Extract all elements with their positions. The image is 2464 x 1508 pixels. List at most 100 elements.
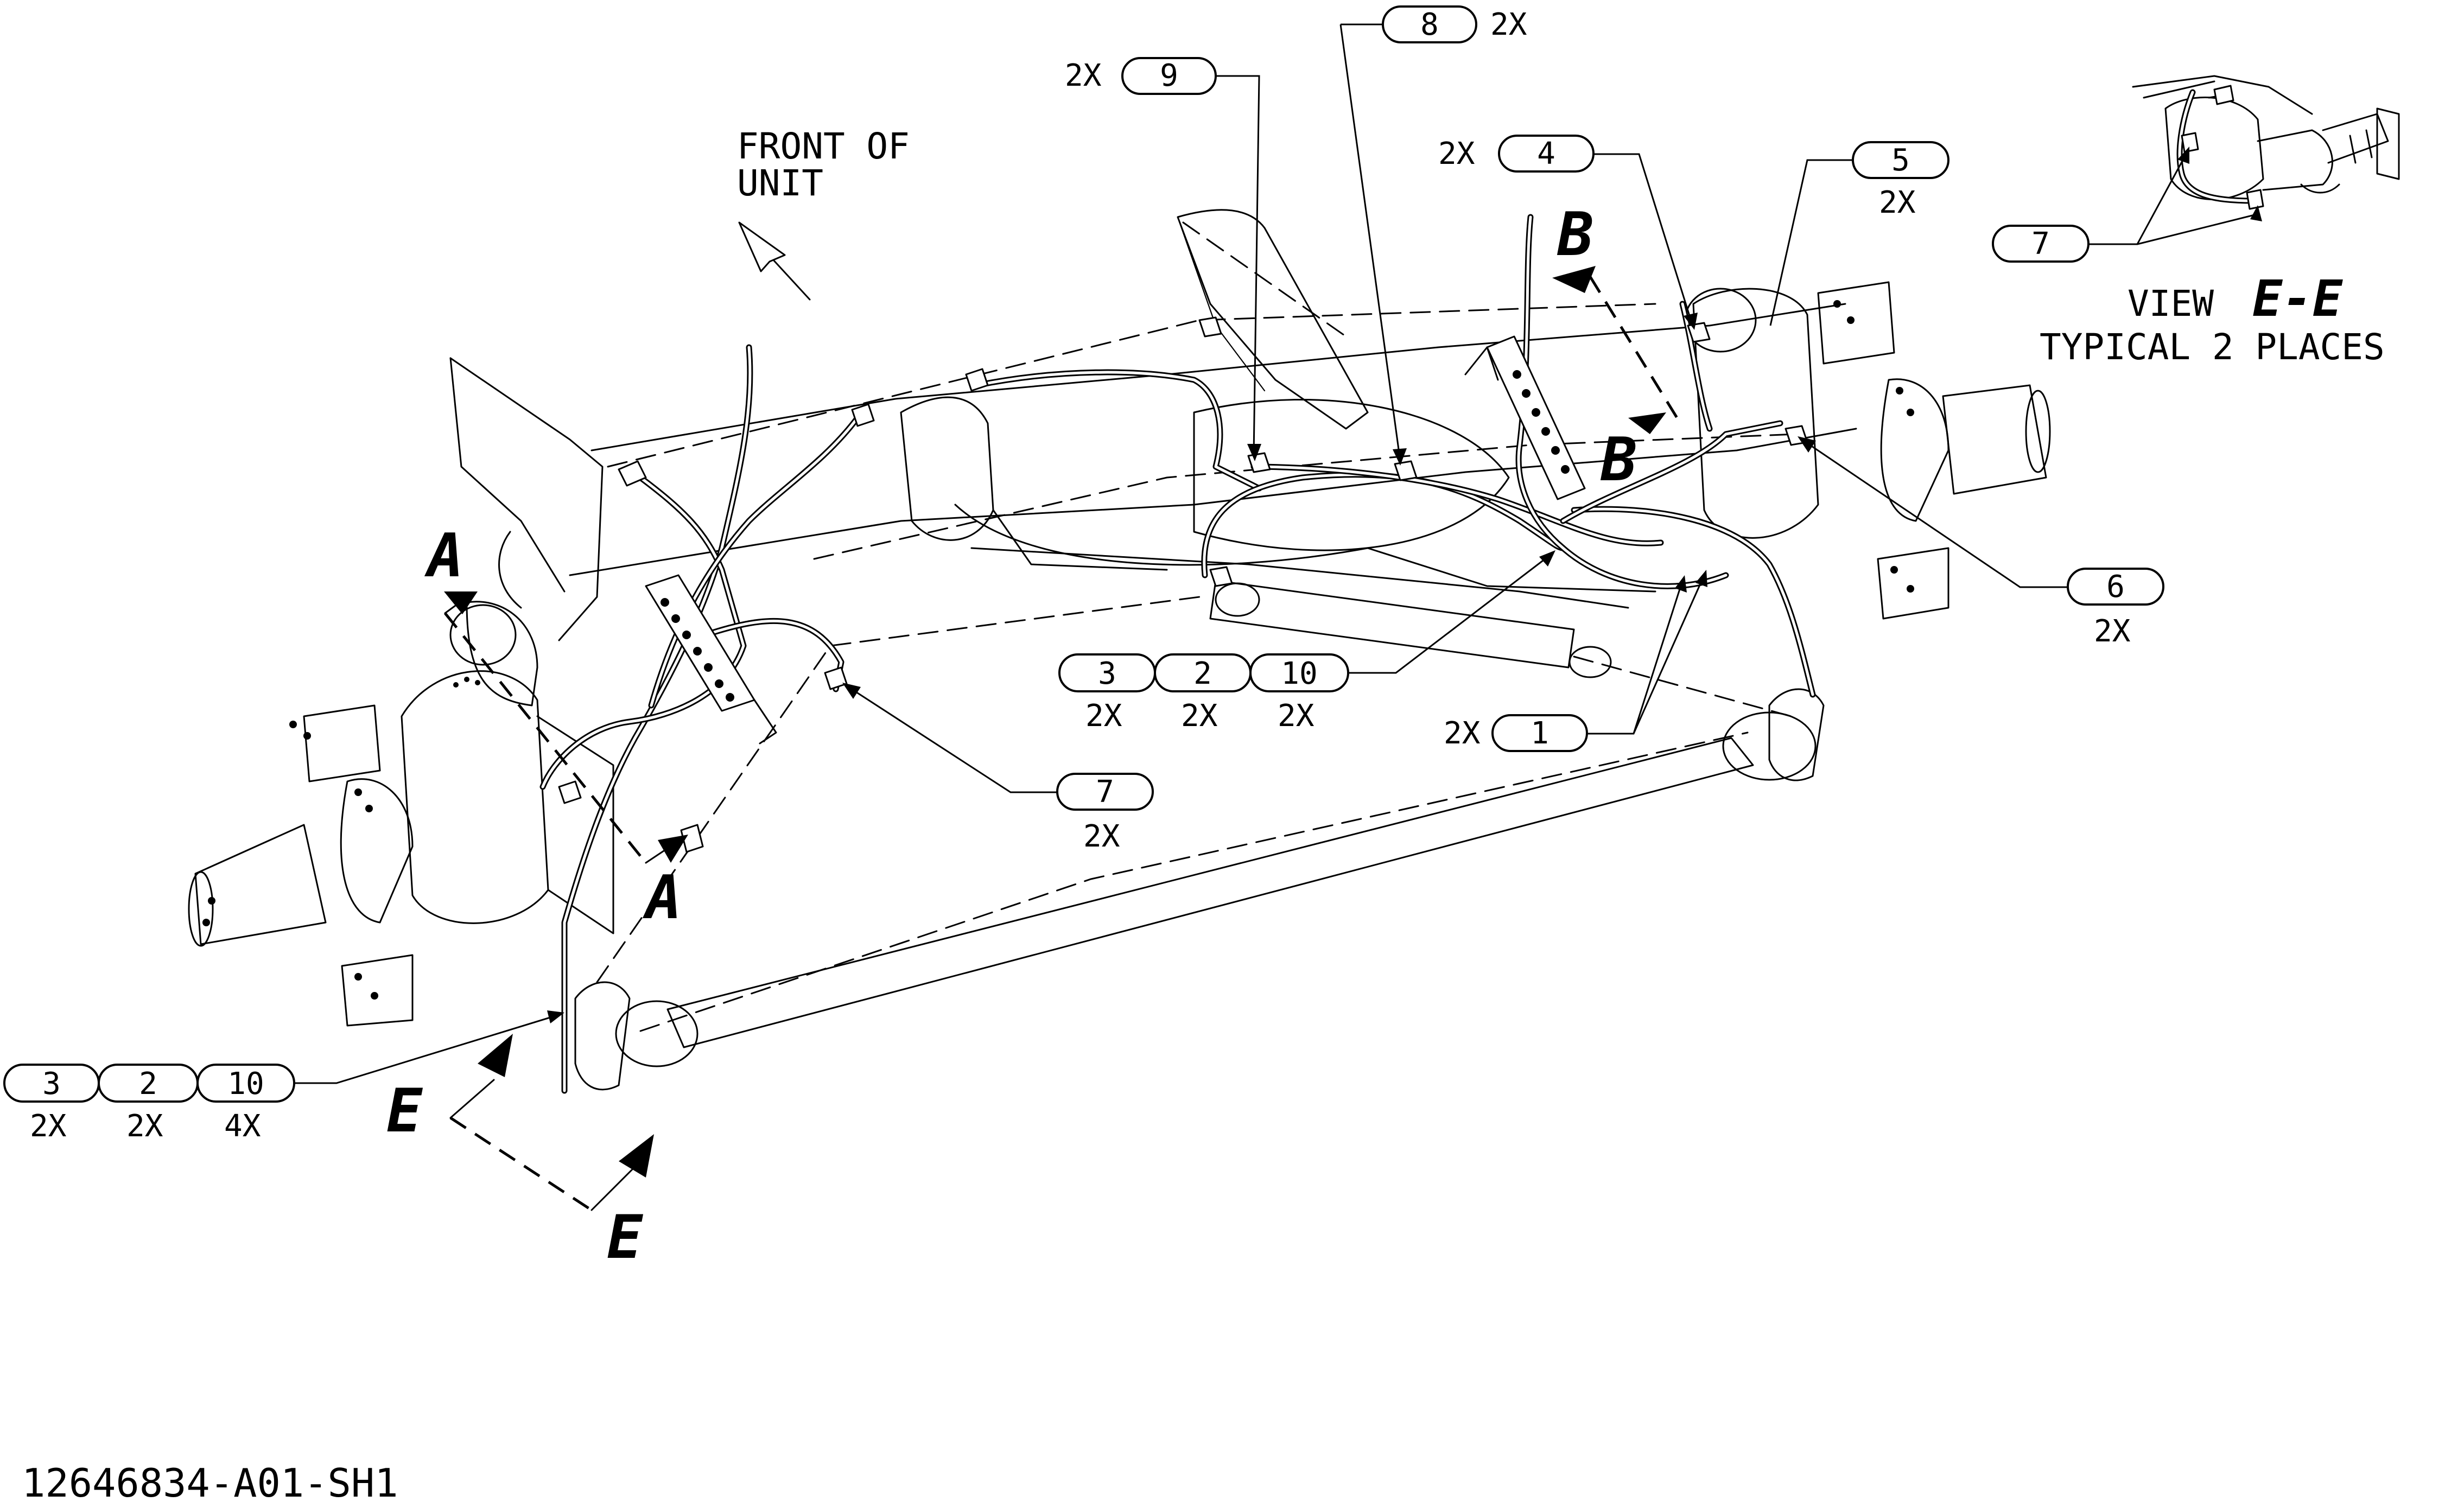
harness-center-top [974, 369, 1262, 492]
right-ball-joint [1768, 688, 1825, 781]
detail-rod [2322, 113, 2389, 164]
right-tower-edge [1177, 216, 1266, 392]
left-spindle-end [188, 871, 214, 947]
detail-socket [2257, 129, 2333, 191]
callout-8-number: 8 [1420, 7, 1439, 42]
left-airbag [466, 601, 538, 707]
drawing-number: 12646834-A01-SH1 [22, 1460, 398, 1506]
front-of-unit-note: FRONT OF UNIT [737, 125, 910, 301]
callout-left-2-number: 2 [139, 1066, 157, 1102]
hidden-line-tower [1182, 221, 1347, 338]
detail-joint-body [2164, 97, 2264, 200]
callout-left-10-qty: 4X [224, 1109, 261, 1144]
section-b-line [1589, 276, 1679, 419]
callout-center-3-qty: 2X [1085, 698, 1122, 734]
view-title-prefix: VIEW [2128, 283, 2214, 324]
callout-6-number: 6 [2106, 569, 2125, 605]
axle-lower-sweep [954, 504, 1656, 593]
detail-fitting-2 [2246, 189, 2264, 210]
right-spindle-end [2025, 390, 2051, 473]
right-junction-bracket [1464, 346, 1499, 381]
clip-center-1 [965, 368, 989, 392]
left-junction-ports [661, 598, 734, 702]
front-arrow-head [738, 221, 786, 272]
callout-1: 2X 1 [1444, 714, 1588, 752]
callout-8: 8 2X [1382, 5, 1527, 43]
callout-7-view-number: 7 [2031, 226, 2050, 262]
callout-7-main-qty: 2X [1083, 819, 1120, 854]
tie-rod [666, 737, 1754, 1048]
section-e-arrow-shaft-bottom [590, 1166, 636, 1211]
diff-center-bowl [1193, 398, 1510, 551]
cylinder-eye-right [1568, 646, 1612, 678]
front-note-line2: UNIT [737, 162, 823, 204]
callout-4: 2X 4 [1438, 135, 1595, 173]
cylinder-eye-left [1215, 582, 1260, 617]
right-knuckle-body [1880, 378, 1949, 522]
steering-cylinder [1209, 580, 1575, 669]
section-b-arrow-top [1552, 266, 1596, 293]
callout-9-number: 9 [1160, 58, 1178, 93]
view-e-detail: VIEW E-E TYPICAL 2 PLACES [2040, 75, 2400, 368]
section-cuts: A A B B E E [386, 200, 1679, 1272]
left-wheel-end [188, 601, 614, 1027]
callout-center-3-number: 3 [1098, 656, 1116, 691]
axle-structure [449, 209, 1857, 1091]
right-knuckle-upper [1817, 281, 1895, 365]
left-spindle [194, 824, 327, 945]
fitting-left-low [680, 824, 704, 853]
left-bolt-pattern [202, 721, 378, 1000]
axle-lower-web [992, 509, 1168, 571]
callout-center-10-number: 10 [1281, 656, 1317, 691]
clip-left-1 [618, 460, 647, 487]
section-e-label-right: E [607, 1202, 644, 1272]
callout-7-main: 7 2X [1056, 773, 1154, 854]
callout-7-main-number: 7 [1096, 774, 1114, 810]
right-junction-block [1486, 335, 1586, 500]
left-frame-plate [449, 357, 604, 641]
callout-5-number: 5 [1891, 143, 1910, 178]
callout-7-view: 7 [1992, 225, 2090, 263]
callout-9-qty: 2X [1065, 58, 1102, 93]
detail-rod-ridges [2349, 129, 2373, 164]
detail-arm-top [2132, 75, 2313, 115]
callout-left-10-number: 10 [227, 1066, 264, 1102]
lower-support-bar [970, 547, 1629, 609]
detail-fitting-1 [2181, 132, 2199, 153]
view-title-letters: E-E [2252, 270, 2344, 328]
hidden-line-bottom [639, 731, 1749, 1032]
right-bolt-pattern [1833, 300, 1914, 593]
left-knuckle-upper [303, 704, 381, 782]
wiring-harness [539, 214, 1816, 1094]
left-frame-plate-edge [449, 357, 566, 593]
section-b-label-bottom: B [1600, 425, 1637, 494]
right-spindle [1942, 384, 2047, 495]
callout-group-center: 3 2 10 2X 2X 2X [1058, 653, 1349, 734]
view-title-subtitle: TYPICAL 2 PLACES [2040, 326, 2385, 368]
harness-right-upper [1560, 420, 1783, 524]
callout-center-10-qty: 2X [1278, 698, 1314, 734]
section-a-label-bottom: A [642, 863, 682, 932]
hidden-line-top [607, 303, 1656, 468]
hidden-line-right [1573, 656, 1792, 717]
callout-1-number: 1 [1531, 716, 1549, 751]
callout-9: 2X 9 [1065, 57, 1217, 95]
section-e-arrow-top [478, 1034, 513, 1077]
section-e-arrow-bottom [619, 1134, 654, 1178]
callout-4-number: 4 [1537, 136, 1555, 171]
harness-right-riser [1515, 214, 1729, 589]
detail-fitting-3 [2213, 85, 2234, 105]
callout-left-3-number: 3 [42, 1066, 61, 1102]
detail-nut [2300, 183, 2340, 194]
fitting-left-chamber [558, 780, 582, 804]
left-steering-arm [341, 954, 414, 1027]
section-a-line [444, 612, 647, 864]
hidden-lines [596, 221, 1798, 1032]
section-e-label-left: E [386, 1076, 423, 1146]
left-brake-chamber [401, 670, 549, 924]
callout-left-3-qty: 2X [30, 1109, 67, 1144]
callout-left-2-qty: 2X [126, 1109, 163, 1144]
right-steering-arm [1877, 547, 1949, 620]
callout-center-2-qty: 2X [1181, 698, 1218, 734]
